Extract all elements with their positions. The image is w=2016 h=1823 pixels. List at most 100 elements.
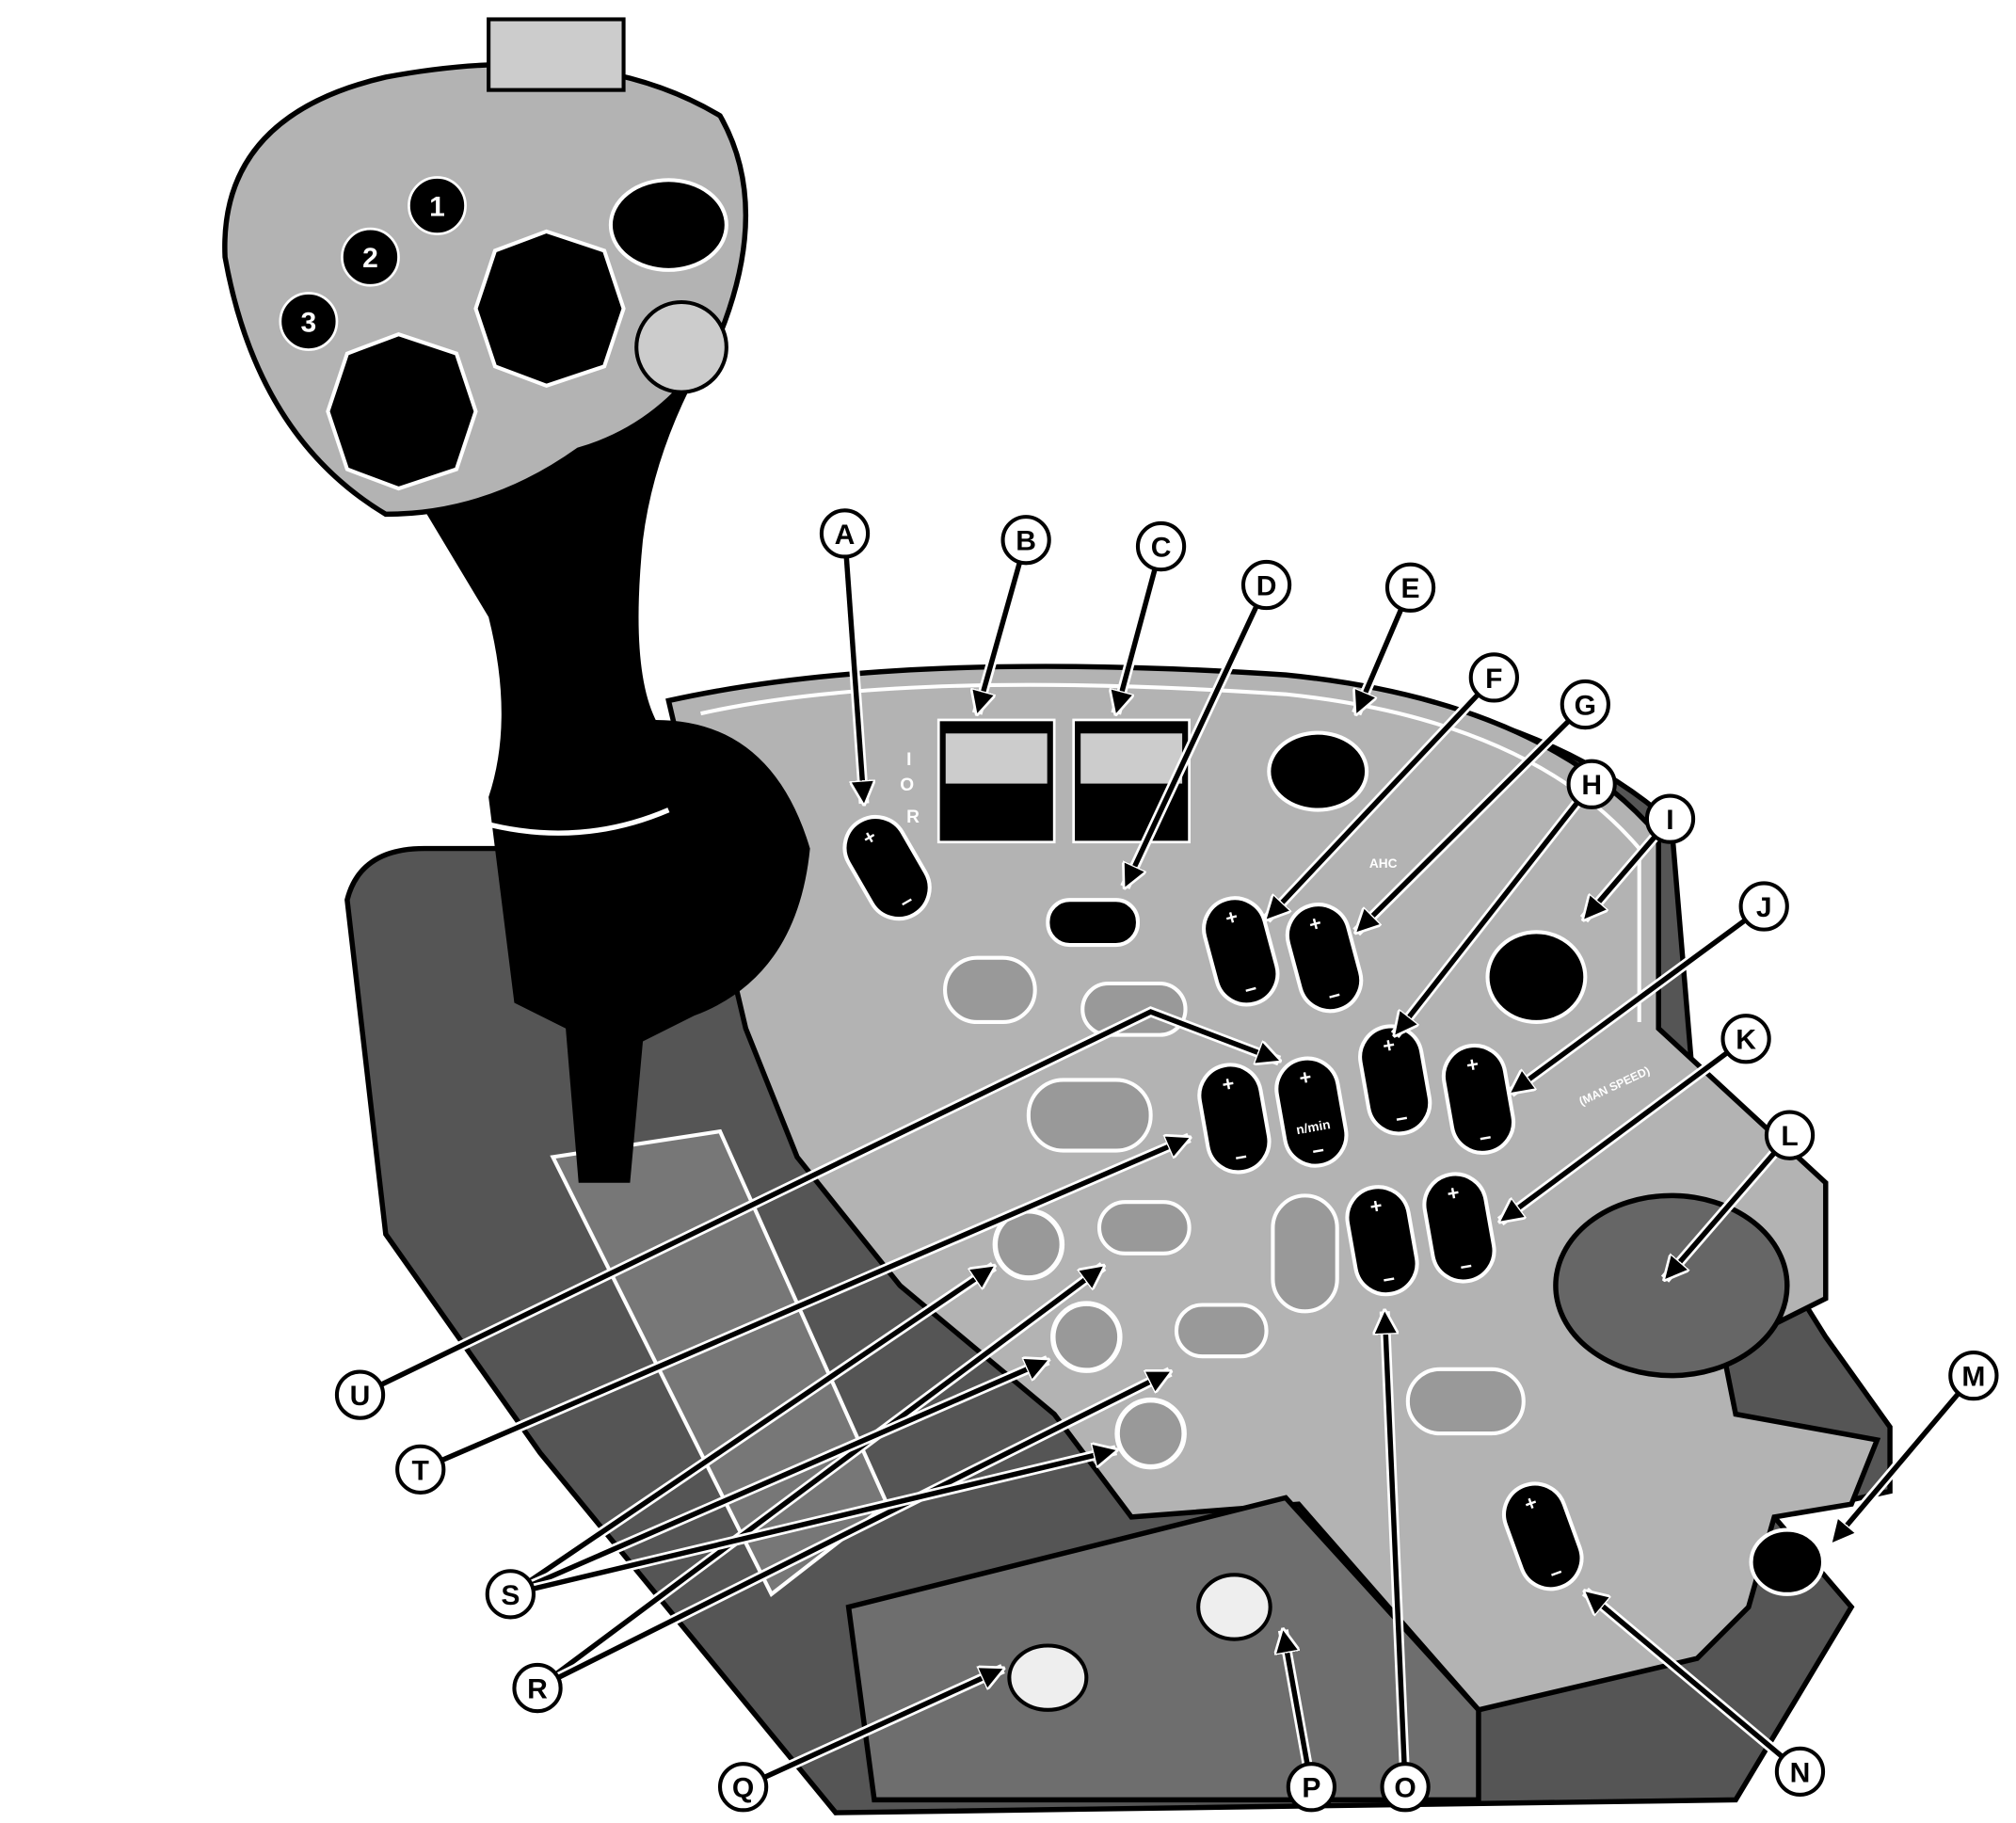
callout-i: I xyxy=(1579,793,1696,919)
multi-function-lever[interactable]: 1 2 3 xyxy=(222,17,810,1183)
rocker-button[interactable]: +− xyxy=(1419,1169,1498,1286)
callout-letter: G xyxy=(1575,691,1596,722)
callout-letter: E xyxy=(1401,573,1420,604)
lever-button-3[interactable]: 3 xyxy=(279,292,339,351)
callout-letter: L xyxy=(1781,1121,1798,1152)
minus-label: − xyxy=(1458,1254,1474,1279)
cup-holder xyxy=(1553,1192,1790,1379)
leader-line xyxy=(509,1450,1115,1597)
leader-line xyxy=(1384,1311,1408,1787)
rocker-button[interactable]: +− xyxy=(1355,1021,1434,1138)
minus-label: − xyxy=(1310,1138,1326,1163)
leader-line xyxy=(509,1360,1048,1597)
scv-octagon-switch[interactable] xyxy=(326,331,478,491)
callout-circle xyxy=(1384,562,1436,613)
knob-i[interactable] xyxy=(1485,930,1588,1025)
minus-label: − xyxy=(1242,976,1260,1001)
set-button[interactable] xyxy=(1096,1200,1192,1255)
blank-button xyxy=(1405,1367,1526,1436)
minus-label: − xyxy=(1394,1106,1410,1131)
callout-letter: F xyxy=(1485,664,1502,695)
overlay-labels: n/min xyxy=(1295,1117,1331,1137)
callout-letter: C xyxy=(1151,532,1172,563)
callout-k: K xyxy=(1500,1014,1771,1226)
leader-line xyxy=(1395,782,1594,1034)
knob-p[interactable] xyxy=(1196,1573,1272,1641)
lever-round-button[interactable] xyxy=(634,299,728,394)
rocker-button[interactable]: +− xyxy=(1272,1053,1351,1170)
button-d[interactable] xyxy=(1046,898,1141,948)
plus-label: + xyxy=(1223,904,1240,930)
callout-n: N xyxy=(1585,1587,1826,1797)
rocker-button[interactable]: +− xyxy=(1197,891,1285,1012)
blank-button xyxy=(1080,981,1188,1037)
leader-line xyxy=(1585,1591,1802,1774)
lever-button-1[interactable]: 1 xyxy=(408,176,467,235)
rocker-button[interactable]: +− xyxy=(1496,1475,1591,1597)
callout-circle xyxy=(819,508,871,559)
callout-letter: N xyxy=(1790,1757,1811,1788)
rocker-button[interactable]: +− xyxy=(1194,1060,1273,1176)
callout-q: Q xyxy=(717,1664,1003,1813)
callout-d: D xyxy=(1120,559,1292,888)
callout-letter: B xyxy=(1016,526,1036,557)
leader-line xyxy=(1500,1036,1748,1222)
svg-text:3: 3 xyxy=(301,307,317,338)
range-button[interactable] xyxy=(1114,1397,1187,1470)
callout-g: G xyxy=(1356,679,1610,933)
switch-position-r: R xyxy=(906,808,920,827)
lever-top-switch[interactable] xyxy=(487,17,626,92)
knob-q[interactable] xyxy=(1007,1643,1089,1712)
callout-circle xyxy=(334,1369,386,1420)
blank-button xyxy=(943,955,1037,1025)
leader-line xyxy=(508,1267,994,1597)
ahc-label: AHC xyxy=(1369,856,1398,871)
callout-circle xyxy=(1738,881,1789,932)
leader-line xyxy=(1125,584,1270,888)
shuttle-button[interactable] xyxy=(608,178,728,272)
leader-line xyxy=(1511,904,1766,1093)
leader-line xyxy=(1356,702,1588,933)
minus-label: − xyxy=(1325,983,1343,1008)
lower-panel xyxy=(845,1495,1481,1803)
lever-button-2[interactable]: 2 xyxy=(341,227,400,287)
callout-letter: J xyxy=(1756,892,1772,923)
leader-line xyxy=(1116,545,1164,714)
rocker-button[interactable]: +− xyxy=(1281,898,1368,1018)
plus-label: + xyxy=(1220,1071,1236,1096)
callout-letter: K xyxy=(1736,1025,1756,1056)
leader-line xyxy=(1832,1373,1976,1543)
callout-circle xyxy=(1380,1762,1431,1813)
callout-circle xyxy=(1764,1110,1816,1160)
callout-b: B xyxy=(977,515,1051,713)
plus-label: + xyxy=(1306,911,1324,936)
switch-position-o: O xyxy=(900,776,914,795)
callout-p: P xyxy=(1283,1630,1337,1813)
callout-circle xyxy=(1774,1746,1826,1797)
rocker-button[interactable]: +− xyxy=(834,806,941,930)
set-button[interactable] xyxy=(1174,1303,1269,1359)
callout-letter: P xyxy=(1302,1773,1320,1804)
rocker-button[interactable]: +− xyxy=(1439,1041,1518,1158)
range-button[interactable] xyxy=(1050,1301,1123,1373)
leader-line xyxy=(1665,1133,1792,1279)
leader-line xyxy=(977,538,1029,713)
callout-circle xyxy=(512,1662,563,1714)
leader-line xyxy=(419,1138,1190,1472)
callout-letter: A xyxy=(835,520,856,551)
leader-line xyxy=(742,1669,1003,1790)
svg-text:1: 1 xyxy=(429,191,445,222)
callout-circle xyxy=(1720,1014,1771,1064)
callout-letter: T xyxy=(412,1455,430,1486)
callout-circle xyxy=(1286,1762,1337,1813)
callout-l: L xyxy=(1660,1110,1816,1280)
callout-letter: O xyxy=(1394,1773,1416,1804)
hitch-octagon-switch[interactable] xyxy=(473,229,626,388)
knob-m[interactable] xyxy=(1749,1527,1826,1596)
rocker-button[interactable]: +− xyxy=(1342,1182,1421,1299)
callout-j: J xyxy=(1511,881,1789,1097)
minus-label: − xyxy=(1233,1144,1249,1170)
knob-e[interactable] xyxy=(1267,730,1369,812)
